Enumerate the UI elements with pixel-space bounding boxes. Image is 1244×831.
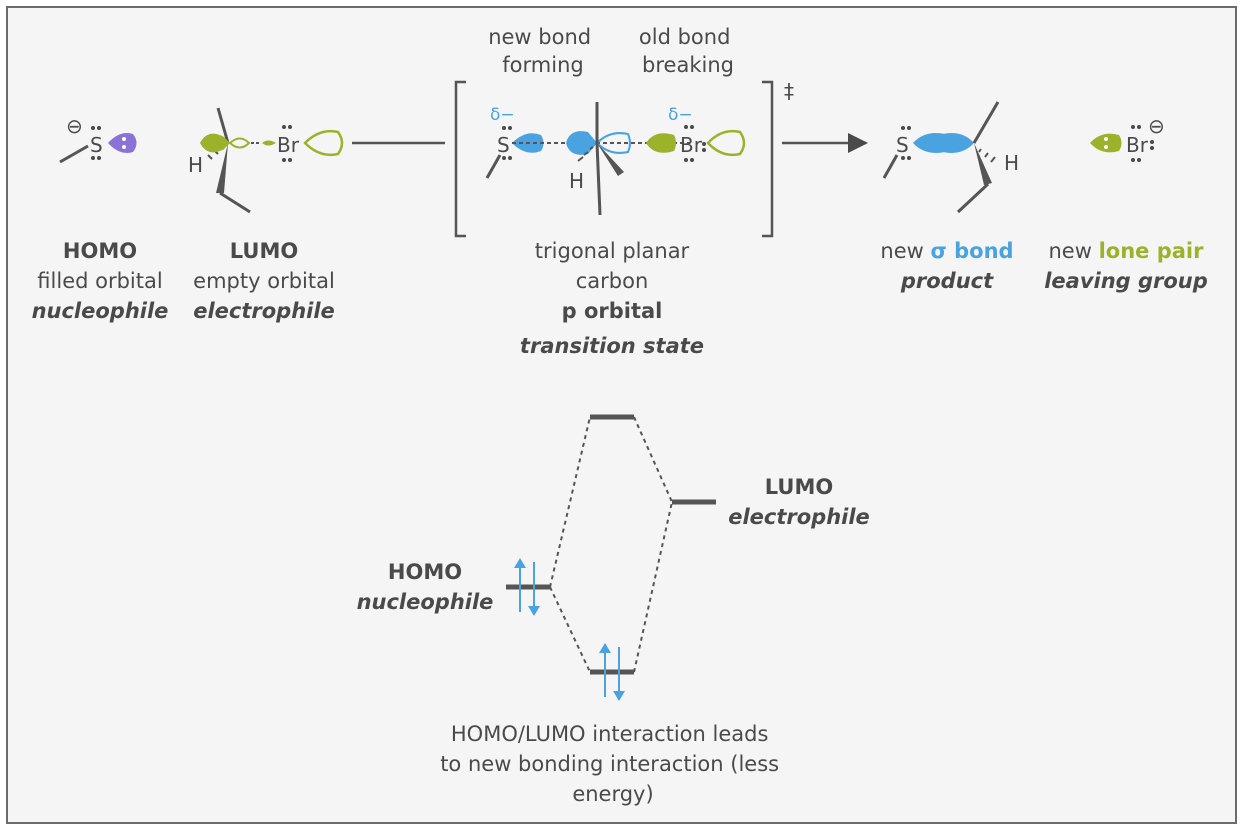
- negative-charge-icon: ⊖: [66, 114, 83, 138]
- ethyl-bond: [956, 182, 990, 214]
- homo-title: HOMO: [63, 239, 137, 263]
- lumo-line2: electrophile: [193, 299, 335, 323]
- product-line1: new σ bond: [880, 239, 1013, 263]
- ts-line4: transition state: [520, 334, 704, 358]
- mo-homo-sub: nucleophile: [357, 590, 494, 614]
- nucleophile-structure: S ⊖: [59, 114, 137, 164]
- methyl-bond: [882, 154, 899, 179]
- delta-minus-sulfur: δ−: [490, 105, 515, 125]
- lone-pair-lobe: [1090, 133, 1122, 153]
- lg-line2: leaving group: [1044, 269, 1208, 293]
- ts-line1: trigonal planar: [535, 239, 690, 263]
- lone-pair-dots: [684, 125, 706, 162]
- mo-lumo-title: LUMO: [765, 475, 833, 499]
- lumo-title: LUMO: [230, 239, 298, 263]
- lumo-line1: empty orbital: [193, 269, 335, 293]
- bromine-atom: Br: [277, 133, 300, 157]
- bromine-back-lobe: [706, 129, 746, 157]
- transition-state-label: trigonal planar carbon p orbital transit…: [520, 239, 704, 358]
- methyl-bond: [59, 144, 89, 164]
- sulfur-atom: S: [90, 133, 103, 157]
- correlation-lines: [549, 416, 673, 673]
- ethyl-bond: [595, 142, 602, 216]
- delta-minus-bromine: δ−: [668, 105, 693, 125]
- methyl-bond: [216, 107, 230, 144]
- hydrogen-atom: H: [569, 169, 584, 193]
- homo-lobe: [108, 133, 137, 153]
- bromide-atom: Br: [1126, 133, 1149, 157]
- sulfur-atom: S: [497, 133, 510, 157]
- mo-lumo-sub: electrophile: [728, 505, 870, 529]
- lone-pair-dots: [282, 125, 292, 162]
- lumo-back-lobe: [200, 133, 230, 153]
- ts-line2: carbon: [576, 269, 649, 293]
- p-orbital-right-lobe: [595, 132, 631, 154]
- wedge-bond: [216, 143, 228, 193]
- new-bond-forming-label: new bond forming: [488, 25, 598, 77]
- double-dagger-symbol: ‡: [784, 79, 794, 103]
- hydrogen-atom: H: [188, 153, 203, 177]
- lone-pair-dots: [901, 126, 911, 160]
- homo-label: HOMO filled orbital nucleophile: [32, 239, 169, 323]
- methyl-bond: [972, 101, 1000, 144]
- lone-pair-dots: [502, 126, 512, 160]
- ethyl-bond: [219, 191, 251, 214]
- lg-line1: new lone pair: [1049, 239, 1205, 263]
- homo-line1: filled orbital: [37, 269, 162, 293]
- negative-charge-icon: ⊖: [1148, 114, 1165, 138]
- wedge-bond: [597, 143, 624, 176]
- transition-state-bracket: [454, 80, 774, 238]
- sigma-bond-left-lobe: [913, 133, 948, 153]
- product-line2: product: [900, 269, 994, 293]
- mo-caption: HOMO/LUMO interaction leads to new bondi…: [440, 722, 786, 806]
- lone-pair-dots: [91, 126, 101, 160]
- old-bond-breaking-label: old bond breaking: [639, 25, 737, 77]
- hydrogen-atom: H: [1004, 151, 1019, 175]
- p-orbital-left-lobe: [566, 131, 597, 155]
- bromine-back-lobe: [303, 129, 344, 157]
- mo-energy-diagram: LUMO electrophile HOMO nucleophile HOMO/…: [357, 414, 870, 806]
- left-bracket: [454, 80, 466, 238]
- sigma-bond-right-lobe: [940, 133, 974, 153]
- product-label: new σ bond product: [880, 239, 1013, 293]
- hash-bond: [978, 148, 996, 163]
- leaving-group-structure: Br ⊖: [1090, 114, 1165, 162]
- mo-homo-title: HOMO: [388, 560, 462, 584]
- bonding-electron-pair: [599, 643, 625, 701]
- bromine-atom: Br: [680, 133, 703, 157]
- transition-state-structure: δ− δ− S H Br: [485, 102, 746, 216]
- lumo-front-lobe: [228, 137, 251, 149]
- homo-electron-pair: [514, 558, 540, 616]
- methyl-bond: [485, 154, 502, 179]
- ts-line3: p orbital: [562, 299, 663, 323]
- product-structure: S H: [882, 101, 1019, 214]
- leaving-group-label: new lone pair leaving group: [1044, 239, 1208, 293]
- right-bracket: [762, 80, 774, 238]
- electrophile-structure: H Br: [188, 107, 344, 214]
- hash-bond: [577, 146, 594, 162]
- lumo-label: LUMO empty orbital electrophile: [193, 239, 335, 323]
- bromine-lone-pair-lobe: [646, 133, 676, 153]
- lone-pair-dots: [1131, 125, 1154, 162]
- sulfur-atom: S: [896, 133, 909, 157]
- wedge-bond: [974, 143, 992, 185]
- homo-line2: nucleophile: [32, 299, 169, 323]
- bromine-sigma-lobe: [262, 140, 276, 146]
